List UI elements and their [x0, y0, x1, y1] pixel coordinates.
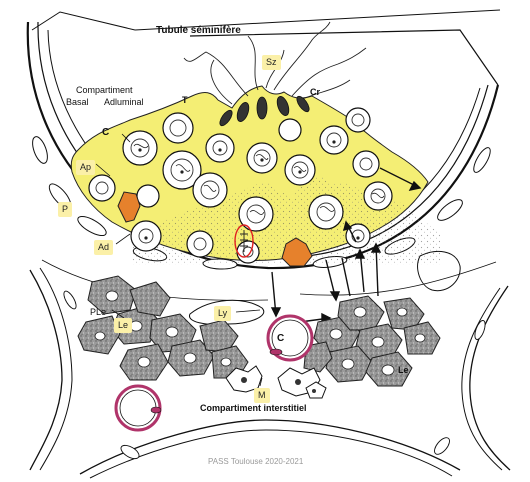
macrophage-nuclei: [241, 377, 316, 393]
interstitial-borders: [29, 250, 511, 479]
ple-label: PLe: [90, 307, 107, 317]
germ-cells: [88, 107, 393, 264]
chromatin: [133, 143, 385, 215]
tight-junction: [240, 230, 248, 252]
leader-lines: [95, 133, 263, 387]
t-label: T: [182, 95, 188, 105]
credit-label: PASS Toulouse 2020-2021: [208, 457, 304, 466]
interstitial-label: Compartiment interstitiel: [200, 403, 307, 413]
cr-label: Cr: [310, 87, 321, 97]
m-tag: M: [254, 388, 270, 403]
c-lower-label: C: [277, 333, 285, 344]
capillary-center: [266, 314, 314, 362]
adluminal-label: Adluminal: [104, 97, 144, 107]
spermatogonium-orange-left: [117, 191, 141, 223]
elongated-spermatids: [219, 95, 310, 127]
ly-tag: Ly: [214, 306, 232, 321]
capillary-bottom-left: [114, 384, 162, 432]
compartment-heading: Compartiment: [76, 85, 133, 95]
le-right-label: Le: [398, 365, 409, 375]
leydig-nuclei: [94, 290, 426, 376]
ad-tag: Ad: [94, 240, 114, 255]
germ-cell-nuclei: [95, 113, 386, 258]
sz-tag: Sz: [262, 55, 281, 70]
spermatogonium-orange-right: [281, 237, 313, 267]
nucleoli: [138, 140, 360, 240]
ap-tag: Ap: [76, 160, 96, 175]
basal-label: Basal: [66, 97, 89, 107]
c-upper-label: C: [102, 127, 110, 138]
macrophages: [225, 365, 327, 399]
title-label: Tubule séminifère: [156, 25, 241, 36]
transport-arrows: [270, 167, 422, 324]
blood-testis-barrier-circle: [234, 224, 254, 258]
p-tag: P: [58, 202, 73, 217]
le-left-tag: Le: [114, 318, 133, 333]
